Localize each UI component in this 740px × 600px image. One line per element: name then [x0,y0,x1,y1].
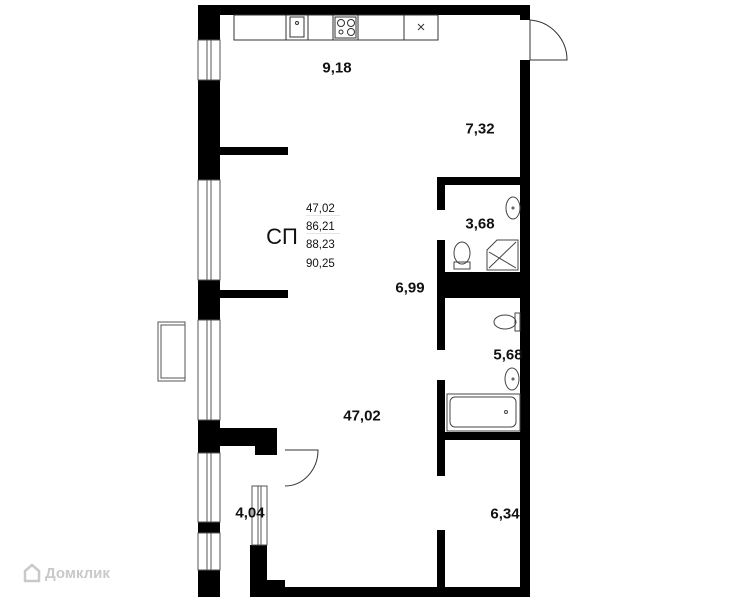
plumbing [446,196,521,432]
total-area: 86,21 [306,221,340,234]
room-area-storage: 6,34 [490,505,520,523]
house-logo-icon [23,563,41,583]
bathtub-icon [446,393,521,432]
fridge-icon [417,23,425,31]
windows [157,39,268,571]
toilet-icon [493,314,517,330]
apartment-type-label: СП [266,224,298,249]
balcony [157,321,186,382]
toilet-icon [453,241,471,265]
kitchen-counter [233,14,439,41]
room-area-hallway: 7,32 [465,120,495,138]
room-area-kitchen: 9,18 [322,59,352,77]
living-area: 47,02 [306,203,340,216]
total-area-full: 90,25 [306,258,335,270]
room-area-living-room: 47,02 [343,407,381,425]
sink-icon [289,16,305,38]
room-area-bathroom-2: 5,68 [493,346,523,364]
stove-icon [334,16,357,39]
room-area-loggia: 4,04 [235,504,265,522]
doors [284,19,568,487]
watermark-text: Домклик [45,564,110,582]
room-area-bathroom-1: 3,68 [465,215,495,233]
room-area-corridor: 6,99 [395,279,425,297]
walls [198,5,530,597]
total-area-with-balcony: 88,23 [306,239,335,251]
washbasin-icon [505,196,521,220]
shower-icon [486,239,519,271]
washbasin-icon [504,367,520,391]
watermark: Домклик [22,563,110,583]
